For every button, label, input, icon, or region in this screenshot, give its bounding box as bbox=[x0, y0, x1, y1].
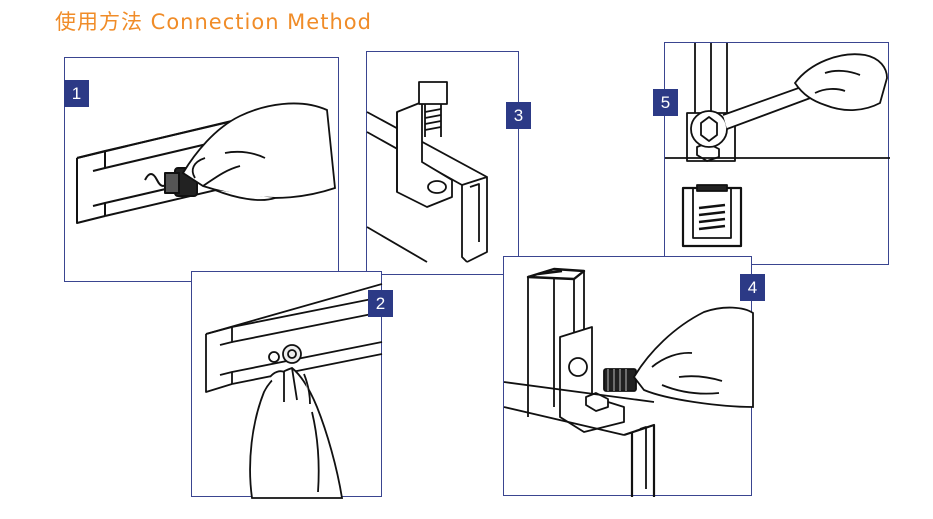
step-5-illustration bbox=[665, 43, 890, 248]
step-3-panel: 3 bbox=[366, 51, 531, 275]
step-2-badge: 2 bbox=[368, 290, 393, 317]
step-4-badge: 4 bbox=[740, 274, 765, 301]
step-5-badge: 5 bbox=[653, 89, 678, 116]
step-3-illustration bbox=[366, 81, 488, 263]
step-4-illustration bbox=[503, 267, 754, 497]
step-1-badge: 1 bbox=[64, 80, 89, 107]
step-1-panel: 1 bbox=[64, 57, 339, 282]
step-1-illustration bbox=[76, 102, 336, 224]
step-2-illustration bbox=[205, 283, 383, 499]
step-2-panel: 2 bbox=[191, 271, 393, 499]
step-5-panel: 5 bbox=[653, 42, 890, 265]
step-3-badge: 3 bbox=[506, 102, 531, 129]
step-4-panel: 4 bbox=[503, 256, 765, 497]
page-title: 使用方法 Connection Method bbox=[55, 10, 372, 34]
